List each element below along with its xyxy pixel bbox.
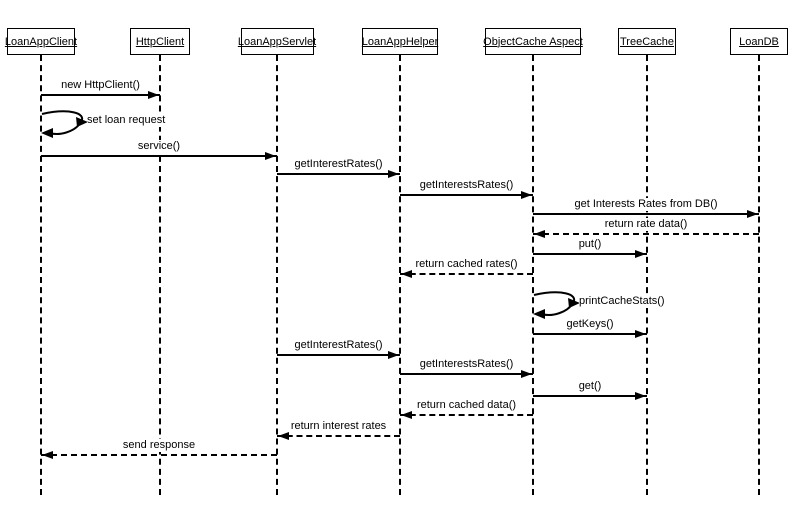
participant-loanappservlet: LoanAppServlet — [237, 28, 317, 55]
message-line-getkeys — [533, 333, 647, 335]
arrowhead-icon — [747, 210, 758, 218]
arrowhead-icon — [635, 392, 646, 400]
message-line-getinterestrates — [277, 173, 400, 175]
participant-treecache: TreeCache — [618, 28, 676, 55]
message-label-getinterestrates: getInterestRates() — [292, 158, 385, 171]
message-label-service: service() — [135, 140, 183, 153]
message-line-put — [533, 253, 647, 255]
arrowhead-icon — [401, 411, 412, 419]
message-line-get-interests-rates-from-db — [533, 213, 759, 215]
arrowhead-icon — [148, 91, 159, 99]
message-line-new-httpclient — [41, 94, 160, 96]
self-message-arrow-set-loan-request — [41, 110, 89, 145]
message-label-return-cached-rates: return cached rates() — [413, 258, 520, 271]
arrowhead-icon — [42, 451, 53, 459]
self-message-arrow-printcachestats — [533, 291, 581, 326]
participant-label: LoanAppHelper — [361, 35, 439, 48]
message-line-get — [533, 395, 647, 397]
message-label-new-httpclient: new HttpClient() — [59, 79, 142, 92]
message-label-printcachestats: printCacheStats() — [579, 295, 665, 308]
arrowhead-icon — [278, 432, 289, 440]
lifeline-loanappclient — [40, 55, 42, 495]
message-line-service — [41, 155, 277, 157]
participant-label: LoanAppServlet — [237, 35, 317, 48]
participant-label: LoanDB — [739, 35, 779, 48]
lifeline-loanapphelper — [399, 55, 401, 495]
message-label-return-interest-rates: return interest rates — [288, 420, 389, 433]
message-line-return-cached-rates — [400, 273, 533, 275]
lifeline-treecache — [646, 55, 648, 495]
lifeline-objectcache-aspect — [532, 55, 534, 495]
arrowhead-icon — [388, 170, 399, 178]
self-loop-icon — [41, 110, 88, 138]
participant-objectcache-aspect: ObjectCache Aspect — [483, 28, 583, 55]
message-label-getinterestsrates: getInterestsRates() — [417, 179, 516, 192]
message-label-return-cached-data: return cached data() — [414, 399, 519, 412]
self-loop-icon — [533, 291, 580, 319]
message-label-set-loan-request: set loan request — [87, 114, 166, 127]
message-label-getkeys: getKeys() — [564, 318, 616, 331]
message-line-getinterestrates — [277, 354, 400, 356]
message-line-return-cached-data — [400, 414, 533, 416]
message-line-return-interest-rates — [277, 435, 400, 437]
arrowhead-icon — [265, 152, 276, 160]
participant-label: TreeCache — [619, 35, 674, 48]
arrowhead-icon — [534, 230, 545, 238]
message-line-return-rate-data — [533, 233, 759, 235]
participant-label: ObjectCache Aspect — [483, 35, 583, 48]
lifeline-loandb — [758, 55, 760, 495]
message-label-return-rate-data: return rate data() — [602, 218, 690, 231]
participant-httpclient: HttpClient — [130, 28, 190, 55]
arrowhead-icon — [388, 351, 399, 359]
arrowhead-icon — [521, 191, 532, 199]
participant-label: LoanAppClient — [4, 35, 78, 48]
message-line-send-response — [41, 454, 277, 456]
arrowhead-icon — [635, 250, 646, 258]
lifeline-loanappservlet — [276, 55, 278, 495]
message-line-getinterestsrates — [400, 373, 533, 375]
participant-label: HttpClient — [135, 35, 185, 48]
arrowhead-icon — [401, 270, 412, 278]
message-label-get-interests-rates-from-db: get Interests Rates from DB() — [572, 198, 720, 211]
participant-loanapphelper: LoanAppHelper — [362, 28, 438, 55]
message-label-getinterestrates: getInterestRates() — [292, 339, 385, 352]
participant-loanappclient: LoanAppClient — [4, 28, 78, 55]
arrowhead-icon — [521, 370, 532, 378]
lifeline-httpclient — [159, 55, 161, 495]
message-label-get: get() — [576, 380, 604, 393]
message-line-getinterestsrates — [400, 194, 533, 196]
participant-loandb: LoanDB — [730, 28, 788, 55]
message-label-getinterestsrates: getInterestsRates() — [417, 358, 516, 371]
message-label-put: put() — [576, 238, 604, 251]
message-label-send-response: send response — [120, 439, 198, 452]
arrowhead-icon — [635, 330, 646, 338]
